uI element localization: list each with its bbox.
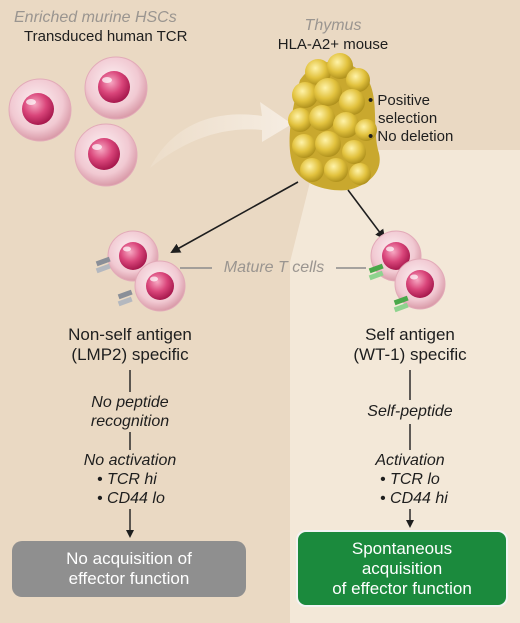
- t-cell-self: [394, 258, 446, 310]
- left-step1-line2: recognition: [90, 413, 170, 430]
- outcome-effector-box: Spontaneous acquisition of effector func…: [296, 530, 508, 607]
- left-title-line1: Non-self antigen: [68, 325, 192, 344]
- left-marker-1: • TCR hi: [97, 471, 157, 488]
- tcr-receptor-gray-icon: [117, 289, 133, 307]
- outcome-right-line1: Spontaneous: [351, 538, 453, 558]
- thymus-organ: [288, 53, 380, 191]
- arrow-to-nonself: [170, 181, 299, 253]
- tcr-receptor-green-icon: [368, 263, 384, 281]
- outcome-right-line2: acquisition: [361, 558, 443, 578]
- left-title-line2: (LMP2) specific: [71, 345, 189, 364]
- right-marker-1: • TCR lo: [380, 471, 440, 488]
- left-step1-line1: No peptide: [91, 394, 169, 411]
- right-title-line1: Self antigen: [365, 325, 455, 344]
- hsc-cell: [8, 78, 72, 142]
- thymus-subtitle: HLA-A2+ mouse: [277, 36, 389, 53]
- left-step2: No activation: [83, 452, 177, 469]
- thymus-bullet-1: • Positive: [368, 92, 430, 109]
- t-cell-nonself: [134, 260, 186, 312]
- tcr-receptor-green-icon: [393, 295, 409, 313]
- mature-t-cells-label: Mature T cells: [223, 259, 325, 276]
- hsc-cell: [84, 56, 148, 120]
- left-marker-2: • CD44 lo: [97, 490, 165, 507]
- outcome-left-line1: No acquisition of: [66, 549, 192, 568]
- outcome-left-line2: effector function: [68, 569, 190, 588]
- outcome-no-effector-box: No acquisition of effector function: [12, 541, 246, 597]
- outcome-right-line3: of effector function: [332, 578, 472, 598]
- transfer-swoosh-arrow: [150, 102, 292, 168]
- right-title-line2: (WT-1) specific: [353, 345, 467, 364]
- hsc-title: Enriched murine HSCs: [14, 9, 177, 26]
- tcr-receptor-gray-icon: [95, 256, 111, 274]
- thymus-title: Thymus: [304, 17, 362, 34]
- right-step1: Self-peptide: [367, 403, 453, 420]
- thymus-bullet-2: • No deletion: [368, 128, 454, 145]
- arrow-to-self: [347, 189, 386, 240]
- hsc-cell: [74, 123, 138, 187]
- thymus-bullet-1-cont: selection: [378, 110, 438, 127]
- hsc-subtitle: Transduced human TCR: [24, 28, 188, 45]
- right-marker-2: • CD44 hi: [380, 490, 448, 507]
- right-step2: Activation: [375, 452, 445, 469]
